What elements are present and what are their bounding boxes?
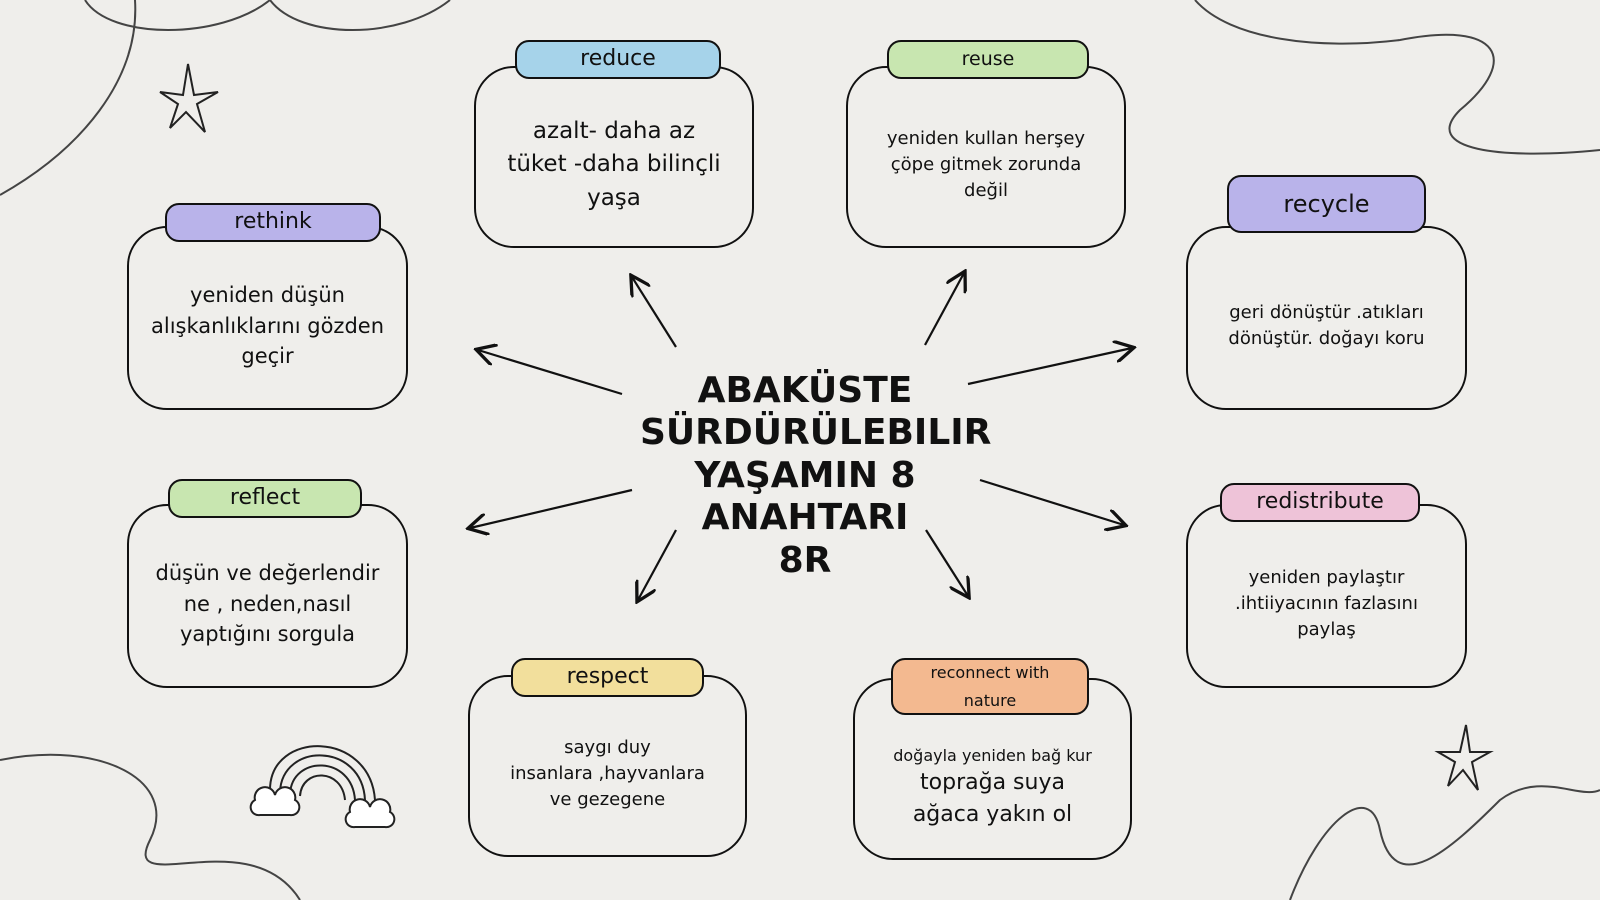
arrow [632, 277, 677, 348]
doodle-curve [0, 0, 137, 196]
arrow [924, 273, 964, 346]
card-text: toprağa suya ağaca yakın ol [912, 769, 1073, 827]
card-text: yeniden paylaştır .ihtiiyacının fazlasın… [1235, 566, 1418, 641]
arrow [979, 478, 1124, 525]
doodle-curve [0, 753, 301, 900]
tab-reflect: reflect [168, 479, 362, 518]
card-reduce: azalt- daha az tüket -daha bilinçli yaşa [474, 66, 754, 248]
doodle-curve [84, 0, 451, 31]
card-redistribute: yeniden paylaştır .ihtiiyacının fazlasın… [1186, 504, 1467, 688]
card-respect: saygı duy insanlara ,hayvanlara ve gezeg… [468, 675, 747, 857]
arrow [478, 350, 623, 396]
card-text: düşün ve değerlendir ne , neden,nasıl ya… [155, 561, 380, 647]
card-reconnect: doğayla yeniden bağ kur toprağa suya ağa… [853, 678, 1132, 860]
star-icon [1434, 724, 1494, 791]
tab-reuse: reuse [887, 40, 1089, 79]
card-text: azalt- daha az tüket -daha bilinçli yaşa [507, 117, 721, 211]
arrow [967, 348, 1132, 386]
card-text: yeniden düşün alışkanlıklarını gözden ge… [150, 283, 385, 369]
card-recycle: geri dönüştür .atıkları dönüştür. doğayı… [1186, 226, 1467, 410]
central-title: ABAKÜSTE SÜRDÜRÜLEBILIR YAŞAMIN 8 ANAHTA… [640, 370, 992, 581]
tab-rethink: rethink [165, 203, 381, 242]
tab-reconnect: reconnect with nature [891, 658, 1089, 715]
doodle-curve [1194, 0, 1600, 155]
card-reuse: yeniden kullan herşey çöpe gitmek zorund… [846, 66, 1126, 248]
arrow [470, 488, 633, 528]
card-text: geri dönüştür .atıkları dönüştür. doğayı… [1228, 301, 1425, 349]
card-rethink: yeniden düşün alışkanlıklarını gözden ge… [127, 226, 408, 410]
card-text: doğayla yeniden bağ kur [893, 745, 1092, 765]
card-text: yeniden kullan herşey çöpe gitmek zorund… [886, 127, 1086, 202]
arrow [925, 529, 968, 596]
rainbow-icon [249, 745, 396, 829]
doodle-curve [1289, 785, 1600, 900]
tab-reduce: reduce [515, 40, 721, 79]
tab-respect: respect [511, 658, 704, 697]
tab-redistribute: redistribute [1220, 483, 1420, 522]
card-reflect: düşün ve değerlendir ne , neden,nasıl ya… [127, 504, 408, 688]
card-text: saygı duy insanlara ,hayvanlara ve gezeg… [510, 736, 705, 811]
star-icon [159, 63, 219, 133]
arrow [638, 529, 677, 600]
tab-recycle: recycle [1227, 175, 1426, 233]
